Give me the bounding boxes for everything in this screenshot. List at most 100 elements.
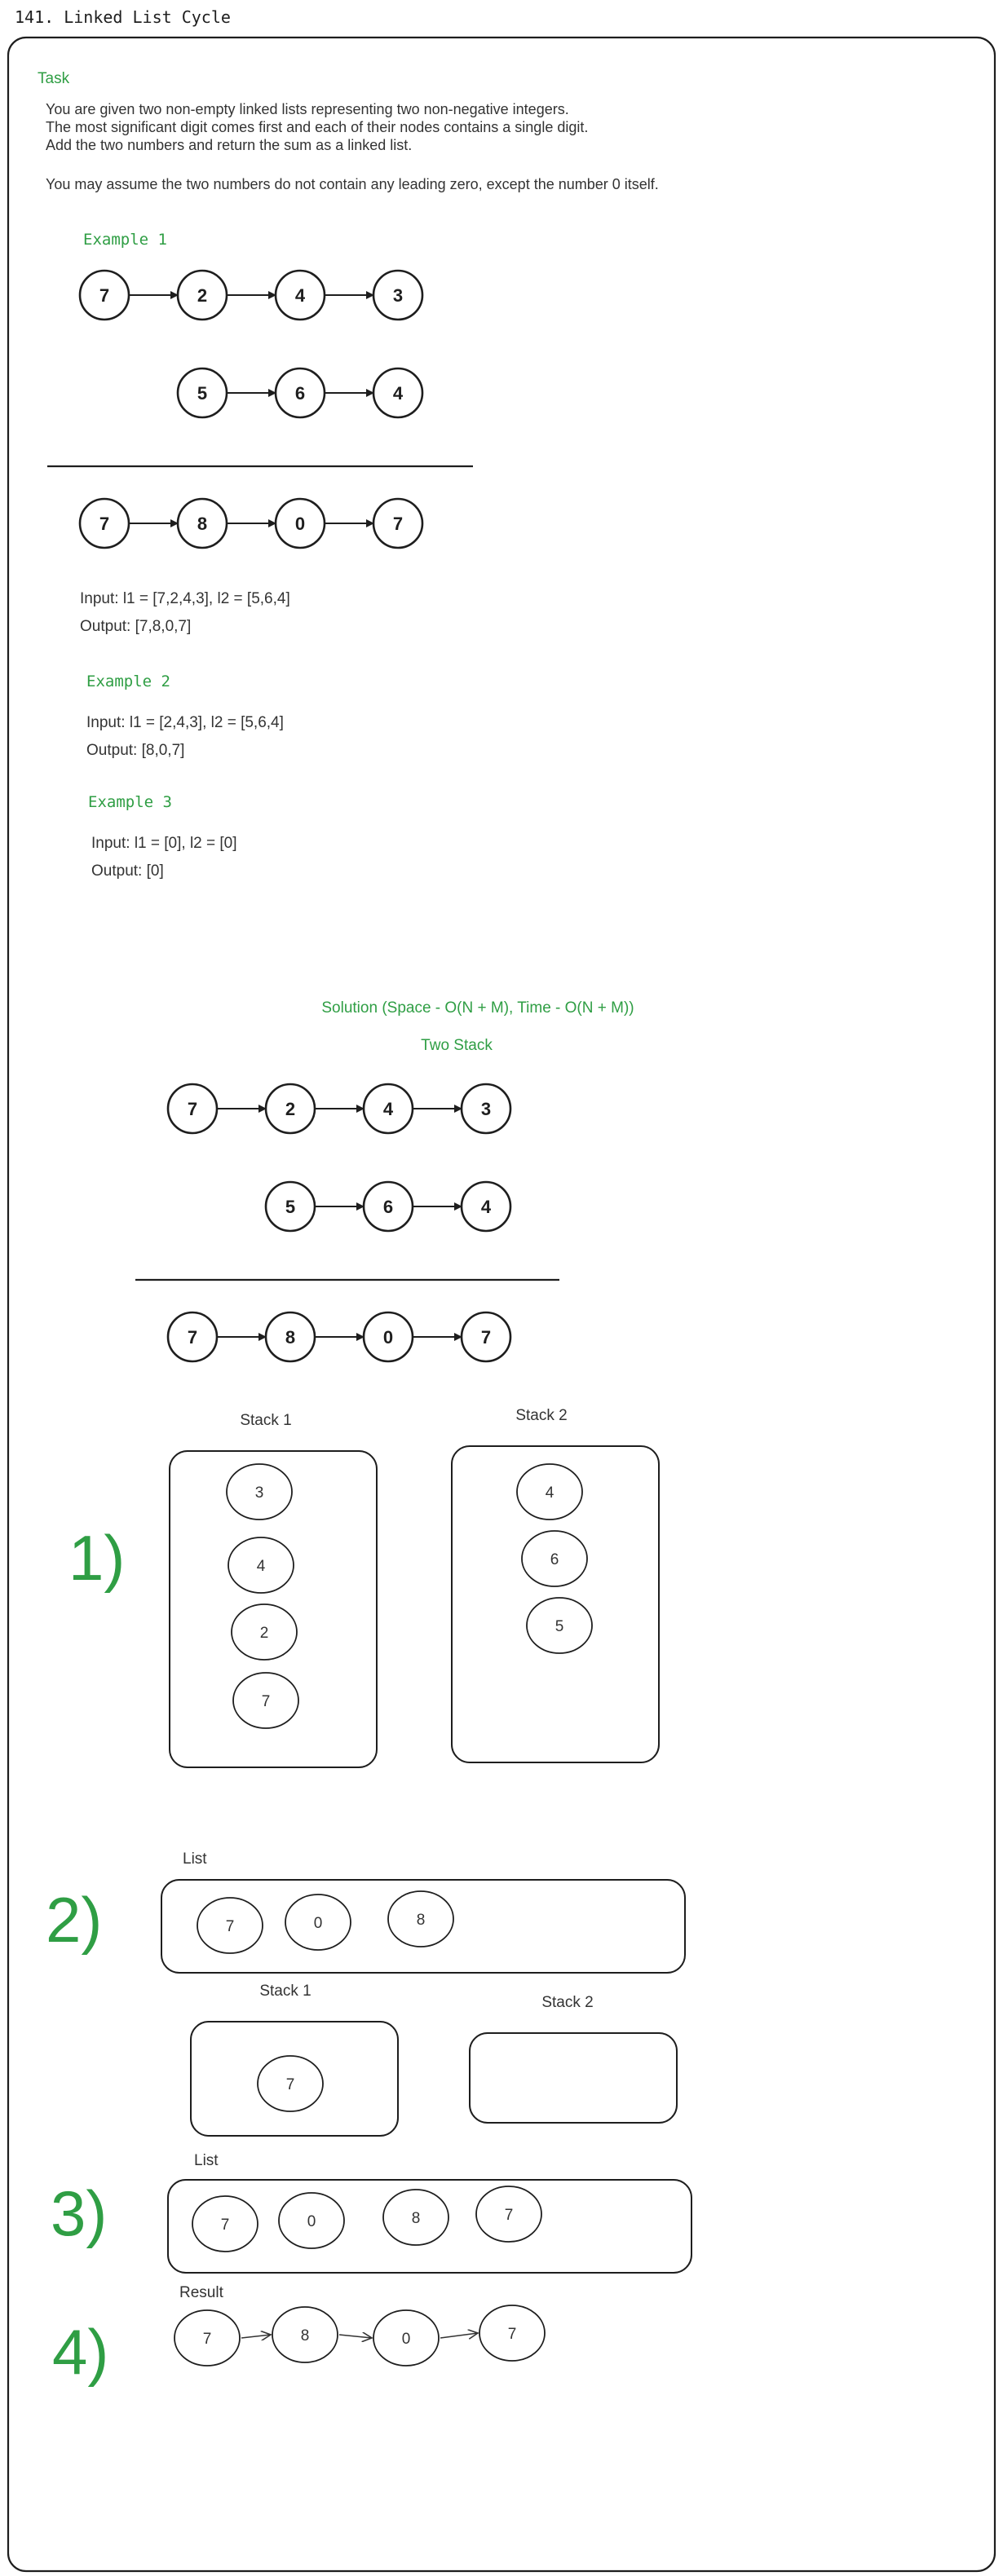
page-title: 141. Linked List Cycle	[15, 7, 231, 27]
node-value: 8	[285, 1327, 295, 1348]
stack-item	[387, 1890, 454, 1947]
solution-sum-list: 7 8 0 7	[166, 1311, 512, 1363]
stack-item	[516, 1463, 583, 1520]
result-arrow	[241, 2335, 271, 2338]
node-value: 6	[383, 1197, 393, 1217]
node-value: 6	[550, 1551, 559, 1568]
step4-number: 4)	[52, 2316, 108, 2388]
example1-input: Input: l1 = [7,2,4,3], l2 = [5,6,4]	[80, 590, 290, 607]
step1-stack1-label: Stack 1	[240, 1412, 291, 1429]
result-arrow	[338, 2335, 372, 2338]
example2-output: Output: [8,0,7]	[86, 742, 184, 759]
node-value: 3	[481, 1099, 491, 1119]
step2-number: 2)	[46, 1884, 102, 1956]
node-value: 4	[546, 1484, 555, 1502]
step3-list-box	[167, 2179, 692, 2274]
list-node	[460, 1083, 512, 1135]
node-value: 7	[393, 514, 403, 534]
example1-label: Example 1	[83, 231, 167, 249]
solution-title: Solution (Space - O(N + M), Time - O(N +…	[321, 999, 634, 1017]
result-node	[479, 2305, 546, 2362]
node-value: 7	[262, 1693, 271, 1710]
step2-list-label: List	[183, 1850, 207, 1868]
step3-list-items: 7 0 8 7	[192, 2186, 542, 2252]
example2-input: Input: l1 = [2,4,3], l2 = [5,6,4]	[86, 714, 284, 731]
step1-stack2-items: 4 6 5	[516, 1463, 593, 1654]
step2-stack1-label: Stack 1	[259, 1983, 311, 2000]
list-node	[372, 269, 424, 321]
step1-stack2-label: Stack 2	[515, 1407, 567, 1424]
result-arrow	[440, 2333, 478, 2338]
stack-item	[226, 1463, 293, 1520]
node-value: 3	[255, 1484, 264, 1502]
node-value: 0	[307, 2213, 316, 2230]
step4-result-label: Result	[179, 2284, 224, 2301]
stack-item	[257, 2055, 324, 2112]
outer-frame	[7, 36, 996, 2573]
stack-item	[197, 1897, 263, 1954]
stack-item	[382, 2189, 449, 2246]
step1-stack2-box	[451, 1445, 660, 1763]
node-value: 5	[555, 1618, 564, 1635]
step2-stack1-items: 7	[257, 2055, 324, 2112]
node-value: 7	[505, 2207, 514, 2224]
node-value: 7	[286, 2076, 295, 2093]
node-value: 7	[481, 1327, 491, 1348]
node-value: 8	[197, 514, 207, 534]
step2-stack2-label: Stack 2	[541, 1994, 593, 2011]
node-value: 6	[295, 383, 305, 404]
node-value: 8	[301, 2327, 310, 2344]
node-value: 7	[188, 1327, 197, 1348]
node-value: 5	[285, 1197, 295, 1217]
list-node	[372, 497, 424, 549]
task-line-1: You are given two non-empty linked lists…	[46, 101, 569, 117]
list-node	[372, 367, 424, 419]
example3-output: Output: [0]	[91, 862, 164, 880]
stack-item	[228, 1537, 294, 1594]
node-value: 4	[295, 285, 306, 306]
task-line-3: Add the two numbers and return the sum a…	[46, 137, 412, 153]
step3-list-label: List	[194, 2152, 219, 2169]
node-value: 7	[226, 1918, 235, 1935]
stack-item	[278, 2192, 345, 2249]
node-value: 8	[412, 2210, 421, 2227]
node-value: 0	[383, 1327, 393, 1348]
node-value: 2	[260, 1625, 269, 1642]
node-value: 8	[417, 1912, 426, 1929]
example3-label: Example 3	[88, 793, 172, 811]
result-node	[373, 2309, 440, 2366]
step1-stack1-box	[169, 1450, 378, 1768]
node-value: 7	[221, 2217, 230, 2234]
step1-stack1-items: 3 4 2 7	[226, 1463, 299, 1729]
stack-item	[232, 1672, 299, 1729]
node-value: 7	[508, 2326, 517, 2343]
stack-item	[231, 1603, 298, 1661]
node-value: 0	[314, 1915, 323, 1932]
node-value: 0	[295, 514, 305, 534]
node-value: 0	[402, 2331, 411, 2348]
step1-number: 1)	[68, 1522, 125, 1594]
list-node	[460, 1311, 512, 1363]
step2-stack2-box	[469, 2032, 678, 2124]
node-value: 4	[393, 383, 404, 404]
stack-item	[192, 2195, 258, 2252]
example1-output: Output: [7,8,0,7]	[80, 618, 191, 635]
step3-number: 3)	[51, 2177, 107, 2249]
step2-list-items: 7 0 8	[197, 1890, 454, 1954]
node-value: 4	[257, 1558, 266, 1575]
node-value: 7	[99, 514, 109, 534]
node-value: 3	[393, 285, 403, 306]
example3-input: Input: l1 = [0], l2 = [0]	[91, 835, 237, 852]
list-node	[460, 1180, 512, 1233]
solution-subtitle: Two Stack	[421, 1037, 493, 1054]
node-value: 2	[285, 1099, 295, 1119]
result-node	[272, 2306, 338, 2363]
stack-item	[475, 2186, 542, 2243]
task-heading: Task	[38, 70, 70, 87]
node-value: 7	[99, 285, 109, 306]
